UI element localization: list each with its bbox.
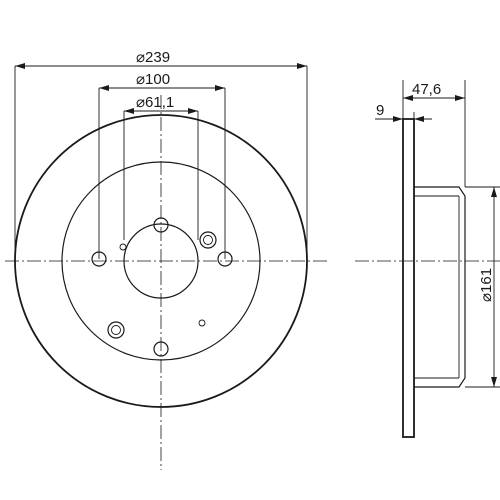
bolt-hole-top bbox=[153, 217, 169, 233]
threaded-hole-upper-right bbox=[199, 231, 217, 249]
dimension-hat-diameter: ⌀161 bbox=[478, 187, 497, 387]
dim-bolt-circle-label: ⌀100 bbox=[136, 71, 170, 88]
dim-thickness-label: 9 bbox=[376, 102, 384, 119]
dim-outer-label: ⌀239 bbox=[136, 49, 170, 66]
threaded-hole-lower-left bbox=[107, 321, 125, 339]
dim-hat-label: ⌀161 bbox=[478, 268, 495, 302]
dim-center-bore-label: ⌀61,1 bbox=[136, 94, 174, 111]
locating-hole-upper bbox=[119, 243, 127, 251]
friction-ring-profile bbox=[402, 118, 415, 438]
locating-hole-lower bbox=[198, 319, 206, 327]
front-view: ⌀239 ⌀100 ⌀61,1 bbox=[5, 49, 330, 470]
dimension-bolt-circle: ⌀100 bbox=[99, 71, 225, 91]
bolt-hole-bottom bbox=[153, 341, 169, 357]
dimension-outer-diameter: ⌀239 bbox=[15, 49, 307, 69]
dim-height-label: 47,6 bbox=[412, 81, 441, 98]
dimension-disc-thickness: 9 bbox=[375, 102, 432, 122]
side-view: 47,6 9 ⌀161 bbox=[355, 80, 500, 438]
dimension-disc-height: 47,6 bbox=[403, 81, 465, 101]
hat-profile bbox=[414, 186, 466, 388]
center-bore bbox=[123, 223, 199, 299]
hat-edge bbox=[61, 161, 261, 361]
dimension-center-bore: ⌀61,1 bbox=[124, 94, 198, 114]
